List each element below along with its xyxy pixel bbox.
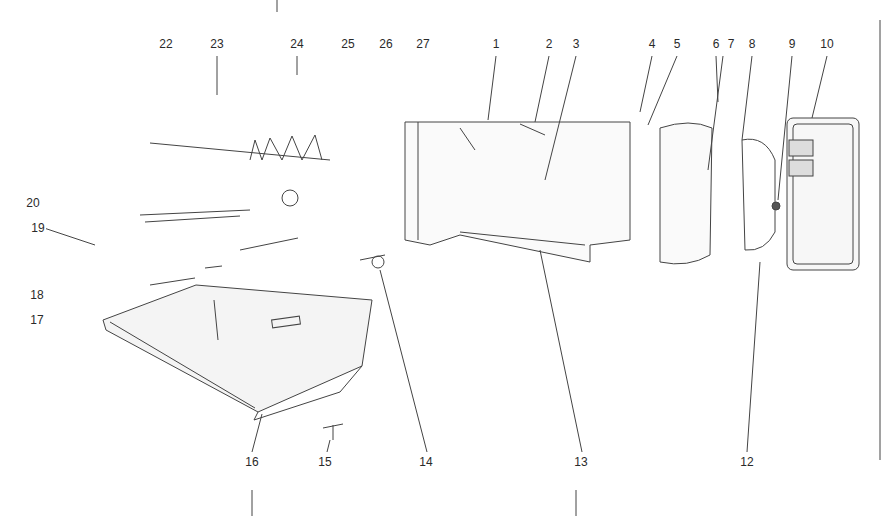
- callout-number: 1: [492, 37, 501, 51]
- callout-number: 8: [748, 37, 757, 51]
- callout-number: 17: [29, 313, 44, 327]
- callout-number: 24: [289, 37, 304, 51]
- callout-number: 7: [727, 37, 736, 51]
- callout-number: 9: [788, 37, 797, 51]
- callout-number: 27: [415, 37, 430, 51]
- callout-number: 25: [340, 37, 355, 51]
- callout-number: 4: [648, 37, 657, 51]
- callout-number: 3: [572, 37, 581, 51]
- callout-number: 16: [244, 455, 259, 469]
- callout-number: 22: [158, 37, 173, 51]
- callout-number: 14: [418, 455, 433, 469]
- callout-number: 19: [30, 221, 45, 235]
- callout-number: 15: [317, 455, 332, 469]
- callout-number: 13: [573, 455, 588, 469]
- callout-number: 18: [29, 288, 44, 302]
- callout-number: 10: [819, 37, 834, 51]
- callout-number: 20: [25, 196, 40, 210]
- callout-number: 12: [739, 455, 754, 469]
- callout-number: 2: [545, 37, 554, 51]
- callout-number: 26: [378, 37, 393, 51]
- callout-number: 6: [712, 37, 721, 51]
- callout-number: 23: [209, 37, 224, 51]
- callout-number: 5: [673, 37, 682, 51]
